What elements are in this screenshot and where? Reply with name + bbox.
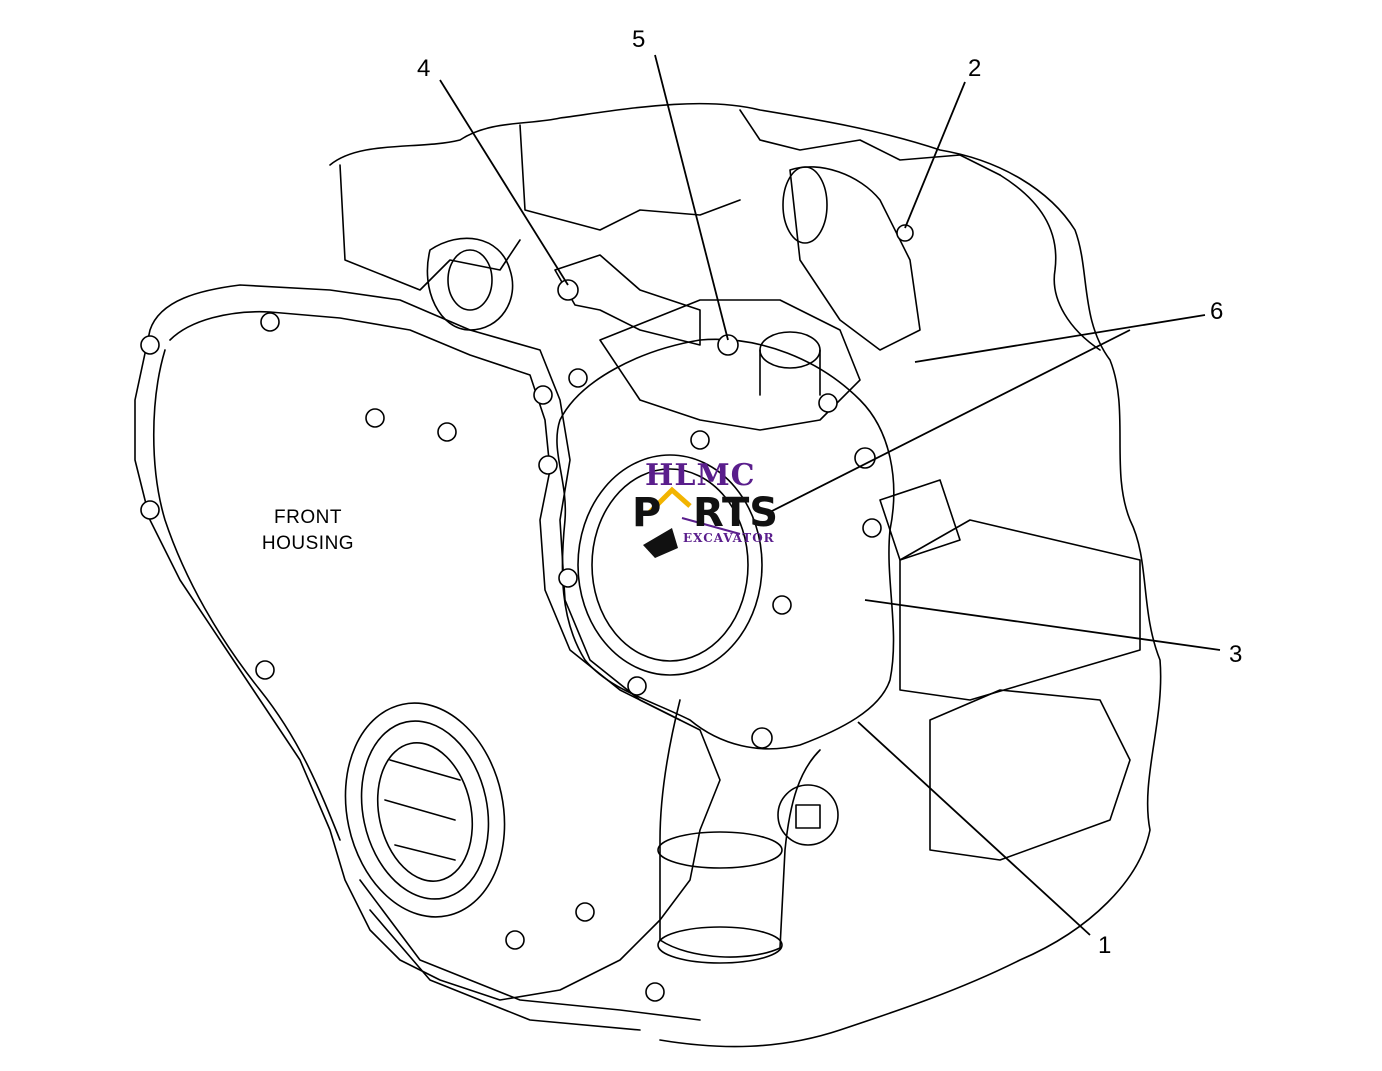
bolt bbox=[505, 930, 525, 950]
bolt bbox=[690, 430, 710, 450]
bolt bbox=[751, 727, 773, 749]
callout-3: 3 bbox=[1229, 641, 1243, 668]
bolt bbox=[717, 334, 739, 356]
callout-2: 2 bbox=[968, 55, 982, 82]
bolt bbox=[140, 500, 160, 520]
front-housing-label-line1: FRONT bbox=[274, 507, 342, 528]
bolt bbox=[255, 660, 275, 680]
leader-line-4 bbox=[439, 79, 569, 286]
bolt bbox=[772, 595, 792, 615]
leader-line-2 bbox=[904, 81, 966, 229]
watermark-bucket-icon bbox=[643, 486, 741, 558]
bolt bbox=[437, 422, 457, 442]
pump-outlet-elbow bbox=[659, 699, 821, 958]
leader-line-3 bbox=[864, 599, 1221, 651]
bolt bbox=[533, 385, 553, 405]
pump-impeller-housing bbox=[577, 454, 763, 676]
bolt bbox=[896, 224, 914, 242]
thermostat-housing bbox=[599, 299, 861, 431]
watermark-top-text: HLMC bbox=[645, 458, 756, 493]
leader-line-6 bbox=[914, 314, 1206, 363]
bolt bbox=[538, 455, 558, 475]
bolt bbox=[140, 335, 160, 355]
bolt bbox=[558, 568, 578, 588]
front-housing-label: FRONT HOUSING bbox=[246, 505, 370, 557]
bolt-heads bbox=[140, 224, 914, 1002]
bolt bbox=[862, 518, 882, 538]
bolt bbox=[575, 902, 595, 922]
leader-line-5 bbox=[654, 54, 729, 341]
bolt bbox=[854, 447, 876, 469]
leader-line-6b bbox=[769, 329, 1131, 513]
leader-line-1 bbox=[857, 721, 1091, 936]
engine-block-outline bbox=[329, 102, 1162, 1048]
bolt bbox=[568, 368, 588, 388]
drain-plug bbox=[777, 784, 839, 846]
bolt bbox=[260, 312, 280, 332]
callout-5: 5 bbox=[632, 26, 646, 53]
front-housing-label-line2: HOUSING bbox=[261, 533, 355, 554]
upper-hose bbox=[789, 166, 921, 351]
mounting-bracket bbox=[554, 254, 701, 346]
watermark-sub-text: EXCAVATOR bbox=[683, 531, 775, 545]
front-housing-cover bbox=[134, 284, 721, 1001]
callout-6: 6 bbox=[1210, 298, 1224, 325]
bolt bbox=[818, 393, 838, 413]
watermark-main-p: P bbox=[632, 490, 662, 536]
bolt bbox=[365, 408, 385, 428]
bolt bbox=[645, 982, 665, 1002]
bolt bbox=[627, 676, 647, 696]
crankshaft-seal bbox=[344, 702, 506, 918]
callout-1: 1 bbox=[1098, 932, 1112, 959]
callout-4: 4 bbox=[417, 55, 431, 82]
bolt bbox=[557, 279, 579, 301]
watermark-main-rts: RTS bbox=[693, 490, 779, 536]
